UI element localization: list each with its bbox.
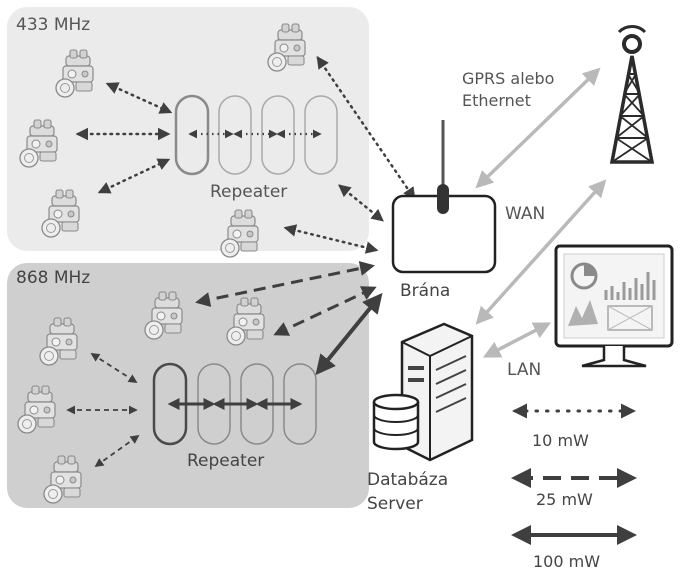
database-cylinder-icon xyxy=(372,393,420,451)
uplink-label-line-2: Ethernet xyxy=(462,91,531,110)
legend-label-100mw: 100 mW xyxy=(533,552,600,571)
legend-label-25mw: 25 mW xyxy=(536,490,593,509)
zone-868-label: 868 MHz xyxy=(16,268,90,288)
db-server-label: Databáza Server xyxy=(367,470,454,514)
wan-link xyxy=(475,179,607,325)
monitor-dashboard-icon xyxy=(554,244,674,368)
gateway-label: Brána xyxy=(400,281,450,301)
legend: 10 mW 25 mW 100 mW xyxy=(511,403,637,571)
lan-link xyxy=(482,322,552,358)
repeater-868 xyxy=(152,362,317,446)
repeater-433-label: Repeater xyxy=(210,182,287,202)
links-433-dotted xyxy=(75,55,416,254)
links-868-dashed xyxy=(195,261,377,336)
uplink-arrow xyxy=(475,67,601,189)
links-868-dashed-thin xyxy=(66,353,140,468)
radio-tower-icon xyxy=(609,25,655,164)
db-server-label-line-1: Databáza xyxy=(367,470,448,490)
zone-433-label: 433 MHz xyxy=(16,15,90,35)
repeater-868-label: Repeater xyxy=(187,451,264,471)
link-868-solid xyxy=(315,292,383,376)
legend-label-10mw: 10 mW xyxy=(532,431,589,450)
db-server-label-line-2: Server xyxy=(367,494,423,514)
gateway-box-icon xyxy=(391,120,497,274)
uplink-label: GPRS alebo Ethernet xyxy=(462,69,560,110)
uplink-label-line-1: GPRS alebo xyxy=(462,69,554,88)
lan-label: LAN xyxy=(507,360,541,380)
wan-label: WAN xyxy=(505,204,545,224)
